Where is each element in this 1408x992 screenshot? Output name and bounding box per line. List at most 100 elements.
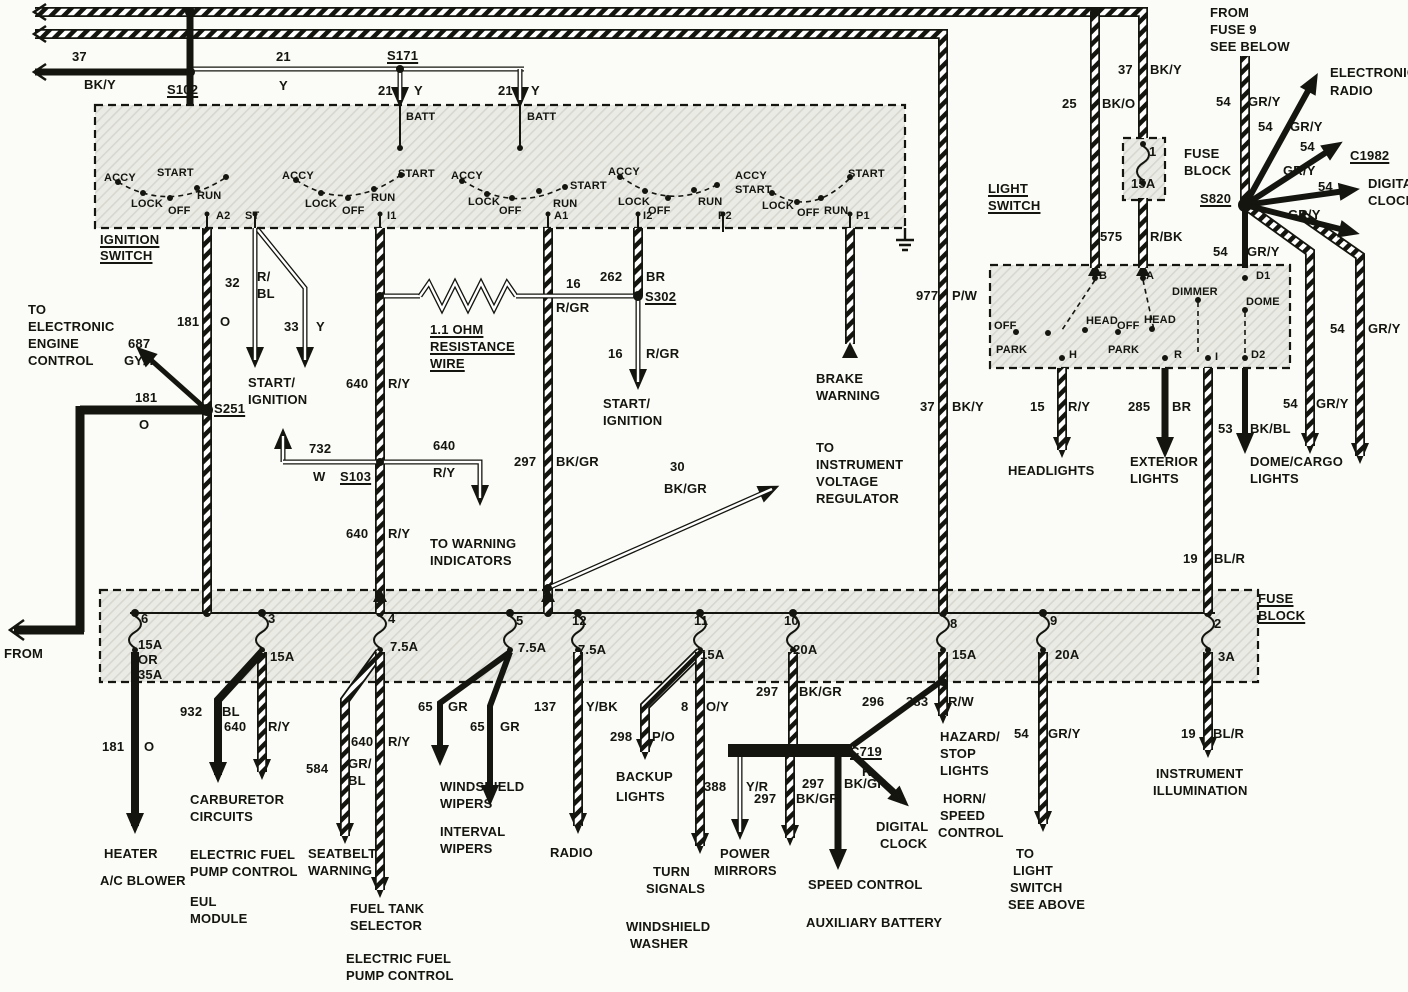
diagram-label: 584	[306, 761, 329, 776]
diagram-label: R/BK	[1150, 229, 1183, 244]
interval-wipers-dest: INTERVAL	[440, 824, 506, 839]
diagram-label: 297	[514, 454, 537, 469]
diagram-label: BL/R	[1213, 726, 1245, 741]
diagram-label: HEAD	[1086, 315, 1118, 327]
diagram-label: 54	[1330, 321, 1345, 336]
diagram-label: 298	[610, 729, 633, 744]
seatbelt-warning-dest: SEATBELT	[308, 846, 377, 861]
diagram-label: DIMMER	[1172, 286, 1218, 298]
junction-dots	[185, 7, 1252, 686]
fuse-3-rating: 15A	[270, 649, 295, 664]
diagram-label: 640	[351, 734, 374, 749]
start-ignition-dest: START/	[603, 396, 651, 411]
diagram-label: R	[862, 764, 872, 779]
wire-r-digital-clock	[847, 749, 909, 807]
terminal-i2: I2	[643, 210, 653, 222]
diagram-label: O	[139, 417, 150, 432]
diagram-label: BL	[222, 704, 240, 719]
diagram-label: GR/Y	[1248, 94, 1281, 109]
diagram-label: RUN	[698, 196, 723, 208]
auxiliary-battery-dest: AUXILIARY BATTERY	[806, 915, 943, 930]
light-switch-title: SWITCH	[988, 198, 1041, 213]
wire-37-bky-feed	[35, 8, 1147, 138]
fuse-4-rating: 7.5A	[390, 639, 419, 654]
splice-s251: S251	[214, 401, 246, 416]
from-fuse-9-note: FUSE 9	[1210, 22, 1257, 37]
ignition-switch-box	[93, 103, 914, 252]
brake-warning-arrow	[842, 342, 858, 358]
terminal-p1: P1	[856, 210, 870, 222]
electric-fuel-pump-dest: ELECTRIC FUEL	[190, 847, 296, 862]
diagram-label: BK/GR	[556, 454, 599, 469]
to-light-switch-note: TO	[1016, 846, 1035, 861]
horn-speed-control-dest: CONTROL	[938, 825, 1004, 840]
diagram-label: 181	[135, 390, 158, 405]
diagram-label: 262	[600, 269, 623, 284]
resistance-wire-note: RESISTANCE	[430, 339, 515, 354]
electric-fuel-pump-dest-2: PUMP CONTROL	[346, 968, 454, 983]
from-note: FROM	[4, 646, 44, 661]
diagram-label: R/Y	[388, 526, 411, 541]
diagram-label: BK/Y	[952, 399, 984, 414]
fuse-6-number: 6	[141, 611, 149, 626]
diagram-label: HEAD	[1144, 314, 1176, 326]
terminal-i1: I1	[387, 210, 397, 222]
terminal-d1: D1	[1256, 270, 1271, 282]
fuse-block-title-top: FUSE	[1184, 146, 1220, 161]
to-electronic-engine-control: TO	[28, 302, 47, 317]
fuse-1-rating: 15A	[1131, 176, 1156, 191]
splice-s820-dot	[1238, 198, 1252, 212]
diagram-label: P/O	[652, 729, 675, 744]
wire-298-po	[641, 649, 703, 752]
fuse-12-number: 12	[572, 613, 587, 628]
diagram-label: 640	[224, 719, 247, 734]
fuel-tank-selector-dest: FUEL TANK	[350, 901, 425, 916]
diagram-label: 640	[346, 376, 369, 391]
to-electronic-engine-control: ELECTRONIC	[28, 319, 115, 334]
diagram-label: R/GR	[646, 346, 680, 361]
diagram-label: DOME	[1246, 296, 1280, 308]
diagram-label: 21	[378, 83, 393, 98]
digital-clock-dest-2: DIGITAL	[876, 819, 929, 834]
resistance-wire-note: WIRE	[430, 356, 465, 371]
diagram-label: OFF	[797, 207, 820, 219]
diagram-label: 297	[802, 776, 825, 791]
dome-cargo-lights-dest: DOME/CARGO	[1250, 454, 1343, 469]
diagram-label: 640	[346, 526, 369, 541]
diagram-label: 181	[177, 314, 200, 329]
diagram-label: BK/GR	[664, 481, 707, 496]
diagram-label: 32	[225, 275, 240, 290]
headlights-dest: HEADLIGHTS	[1008, 463, 1095, 478]
diagram-label: 297	[756, 684, 779, 699]
wire-687-gyy	[136, 346, 209, 412]
fuse-2-rating: 3A	[1218, 649, 1236, 664]
splice-s103: S103	[340, 469, 372, 484]
wire-296	[850, 677, 945, 749]
diagram-label: 297	[754, 791, 777, 806]
connector-c719-bar	[728, 744, 852, 757]
to-warning-indicators: TO WARNING	[430, 536, 517, 551]
diagram-label: 21	[498, 83, 513, 98]
fuse-6-rating: 15A	[138, 637, 163, 652]
to-light-switch-note: SWITCH	[1010, 880, 1063, 895]
terminal-a2: A2	[216, 210, 231, 222]
wire-932-bl	[209, 649, 265, 783]
fuse-8-number: 8	[950, 616, 958, 631]
diagram-label: BK/GR	[844, 776, 887, 791]
fuse-10-number: 10	[784, 613, 799, 628]
terminal-p2: P2	[718, 210, 732, 222]
hazard-stop-lights-dest: HAZARD/	[940, 729, 1000, 744]
fuse-2-number: 2	[1214, 616, 1222, 631]
ac-blower-dest: A/C BLOWER	[100, 873, 186, 888]
turn-signals-dest: TURN	[653, 864, 690, 879]
diagram-label: GR	[500, 719, 520, 734]
light-switch-title: LIGHT	[988, 181, 1028, 196]
fuse-6-rating: OR	[138, 652, 158, 667]
backup-lights-dest: LIGHTS	[616, 789, 665, 804]
diagram-label: 54	[1258, 119, 1273, 134]
to-instrument-voltage-regulator: VOLTAGE	[816, 474, 879, 489]
electronic-radio-dest: RADIO	[1330, 83, 1373, 98]
splice-s171-dot	[396, 65, 404, 73]
digital-clock-dest: DIGITAL	[1368, 176, 1408, 191]
diagram-label: BK/GR	[796, 791, 839, 806]
